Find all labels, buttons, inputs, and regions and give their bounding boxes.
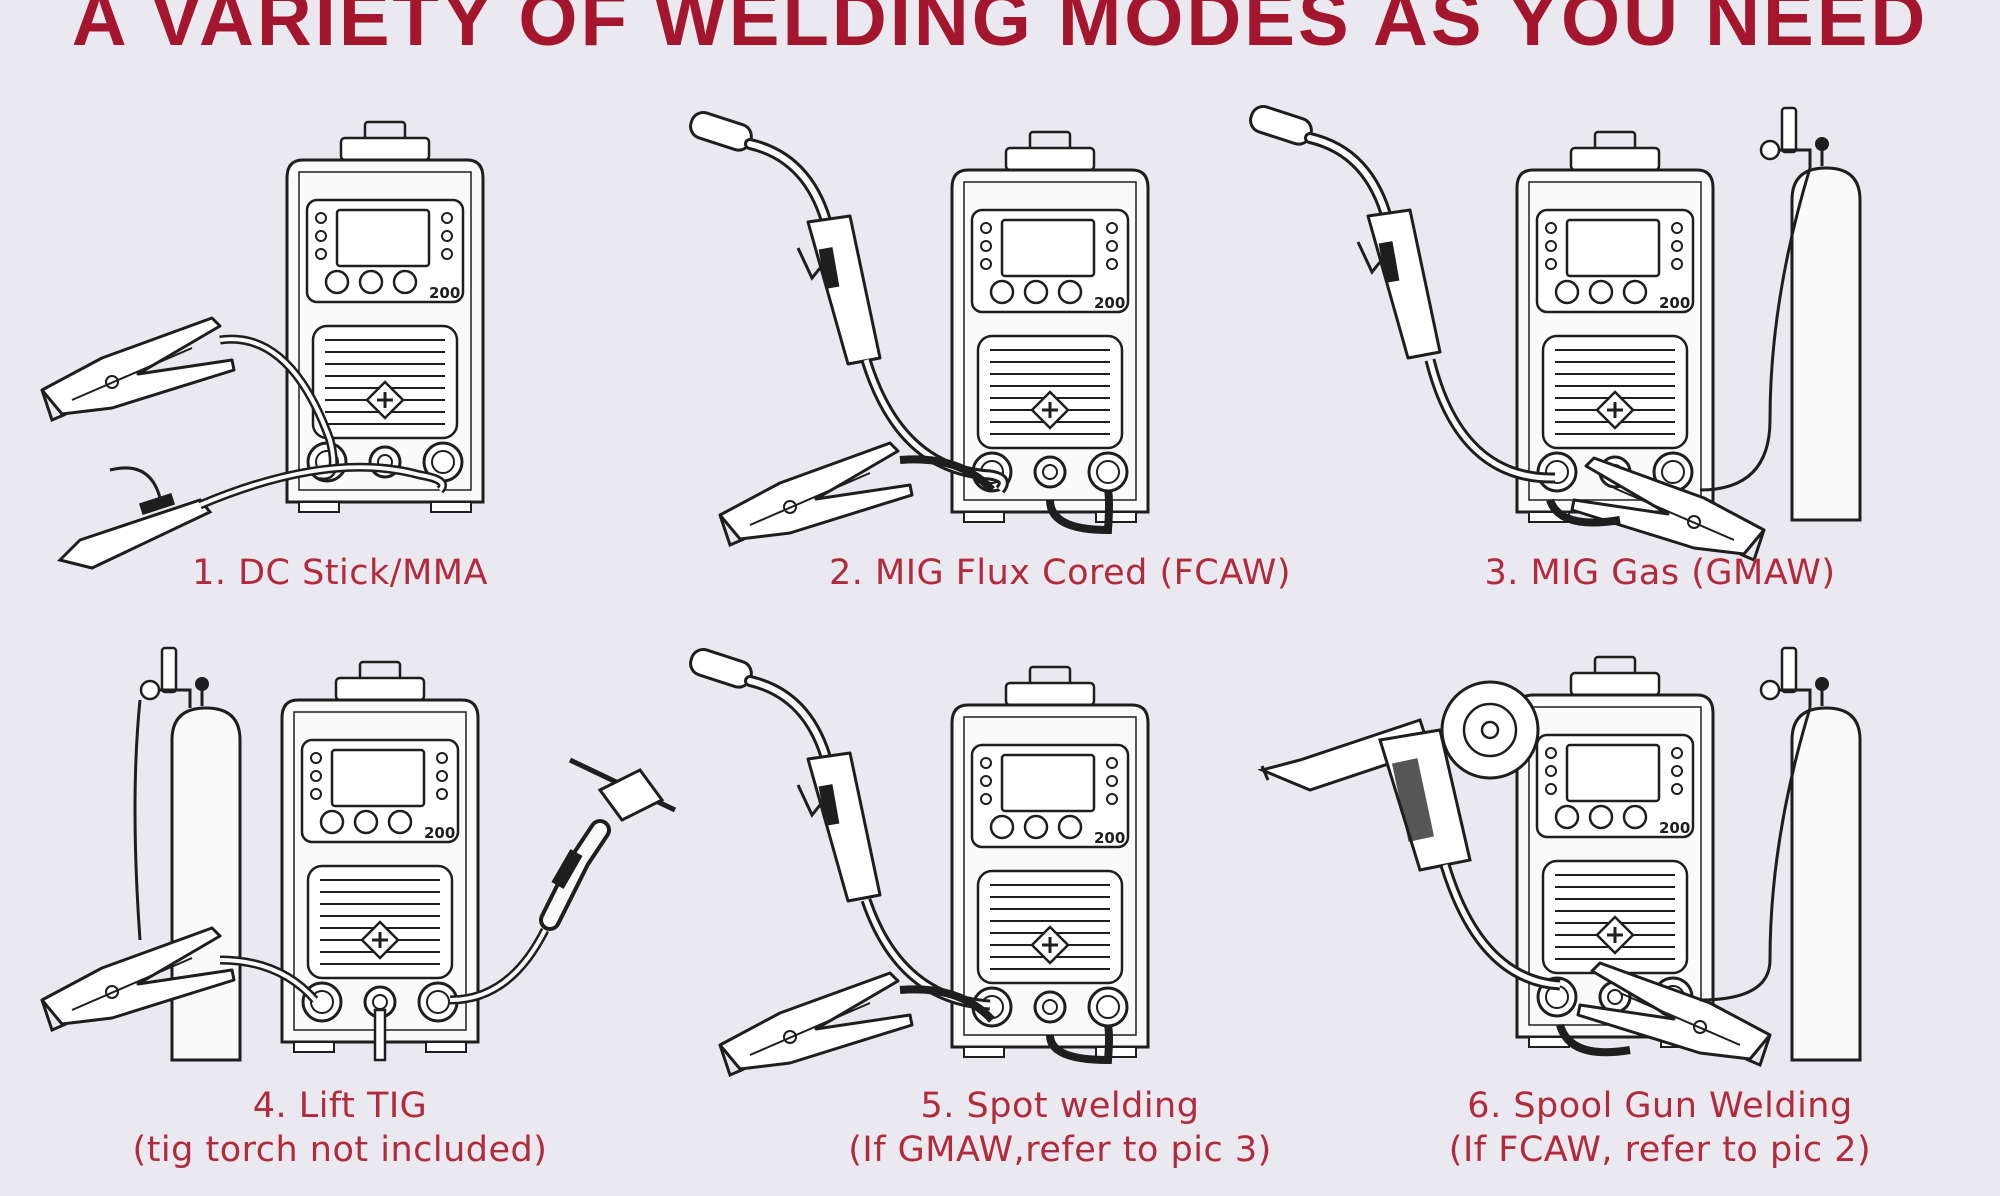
- caption-1-label: 1. DC Stick/MMA: [192, 553, 488, 593]
- caption-2: 2. MIG Flux Cored (FCAW): [740, 552, 1380, 596]
- caption-6-label: 6. Spool Gun Welding: [1467, 1086, 1853, 1126]
- caption-2-label: 2. MIG Flux Cored (FCAW): [828, 553, 1292, 593]
- caption-3: 3. MIG Gas (GMAW): [1380, 552, 1940, 596]
- caption-3-label: 3. MIG Gas (GMAW): [1484, 553, 1836, 593]
- caption-4-label: 4. Lift TIG: [252, 1086, 428, 1126]
- caption-5-note: (If GMAW,refer to pic 3): [848, 1129, 1272, 1170]
- caption-5: 5. Spot welding (If GMAW,refer to pic 3): [760, 1085, 1360, 1173]
- panel-spool-gun-illustration: [1257, 646, 1862, 1067]
- caption-6-note: (If FCAW, refer to pic 2): [1448, 1129, 1872, 1170]
- page-title: A VARIETY OF WELDING MODES AS YOU NEED: [71, 0, 1929, 62]
- panel-mig-flux-illustration: [687, 109, 1150, 547]
- caption-4: 4. Lift TIG (tig torch not included): [80, 1085, 600, 1173]
- caption-4-note: (tig torch not included): [132, 1129, 548, 1170]
- panel-spot-welding-illustration: [687, 646, 1150, 1077]
- panel-lift-tig-illustration: [40, 646, 677, 1062]
- panel-dc-stick-illustration: [40, 120, 485, 570]
- caption-5-label: 5. Spot welding: [920, 1086, 1200, 1126]
- caption-6: 6. Spool Gun Welding (If FCAW, refer to …: [1380, 1085, 1940, 1173]
- caption-1: 1. DC Stick/MMA: [80, 552, 600, 596]
- panel-mig-gas-illustration: [1247, 103, 1862, 562]
